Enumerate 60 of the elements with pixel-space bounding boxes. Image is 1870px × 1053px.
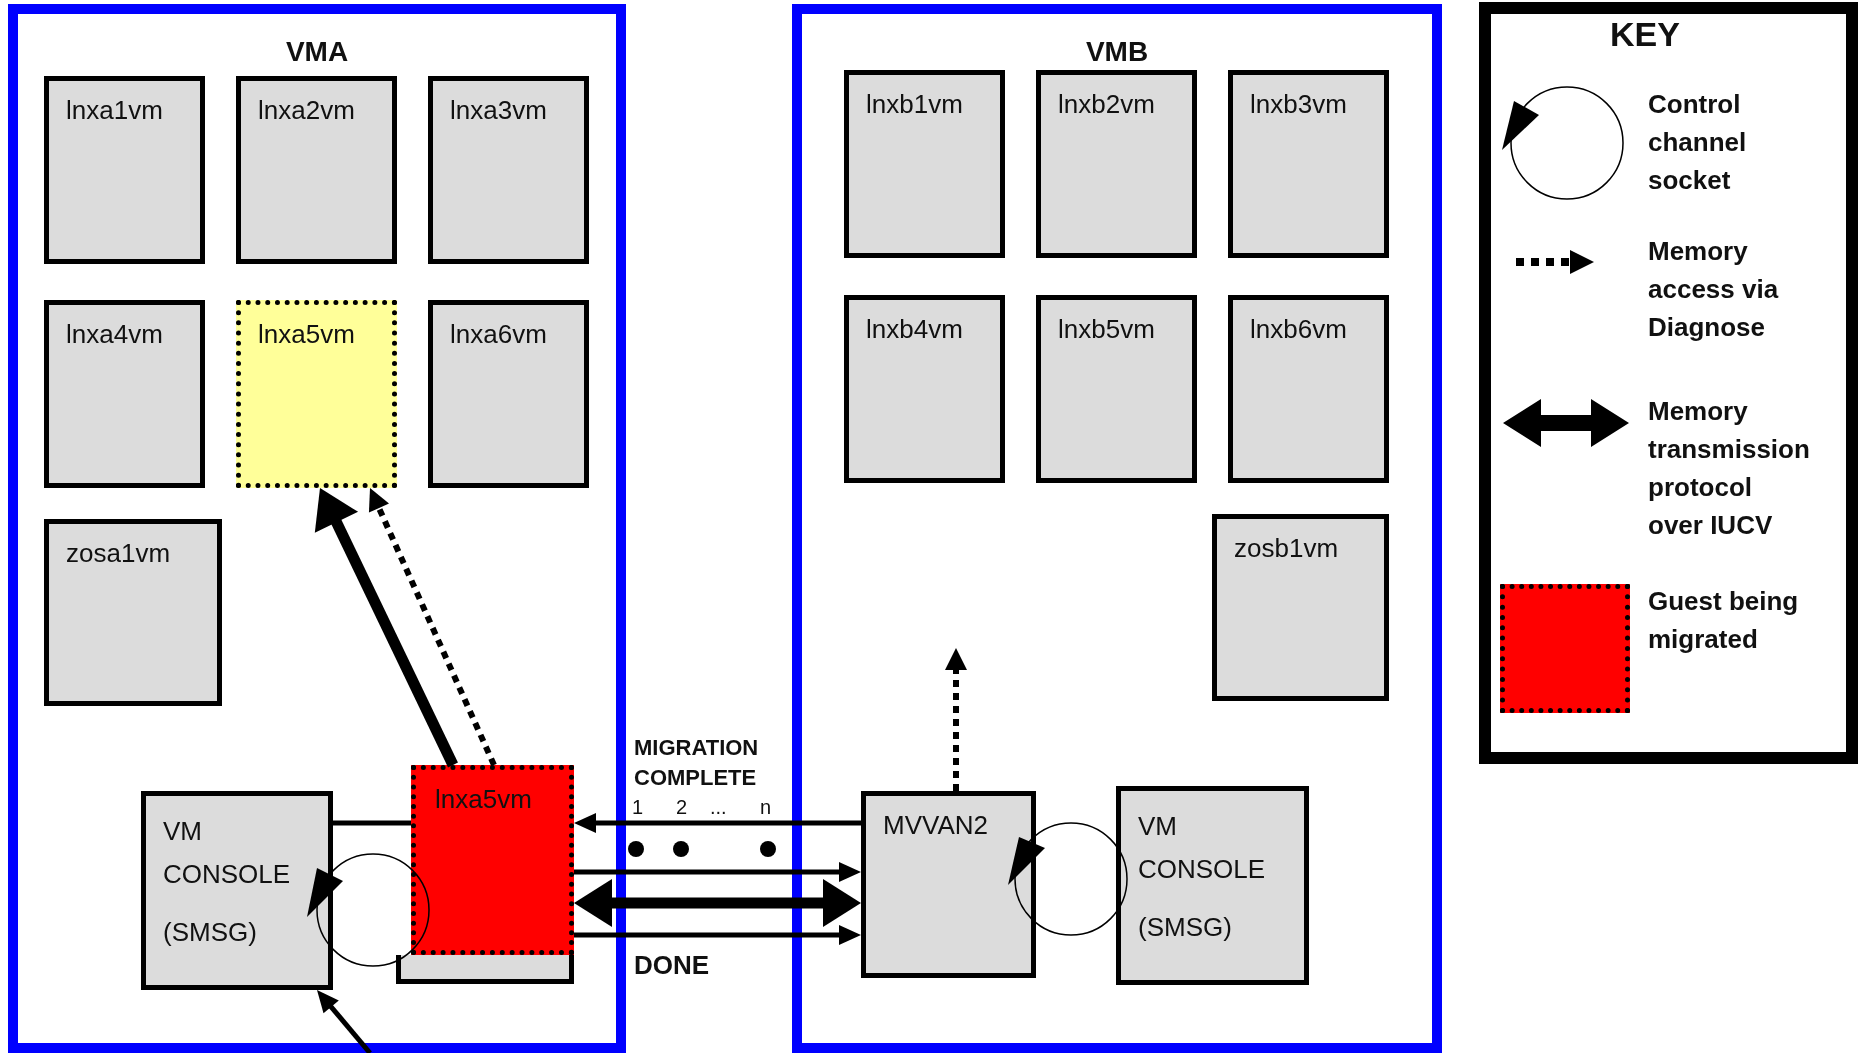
sequence-label: ... (710, 796, 727, 818)
console-box (141, 791, 333, 990)
guest-box (236, 76, 397, 264)
node-label: VM CONSOLE (163, 815, 292, 891)
guest-box (1036, 295, 1197, 483)
dotted-guest-box (236, 300, 397, 488)
legend-label: Memory transmission protocol over IUCV (1648, 395, 1811, 542)
legend-label: Memory access via Diagnose (1648, 235, 1780, 344)
legend-label: Guest being migrated (1648, 585, 1800, 656)
node-label: lnxa2vm (258, 94, 356, 127)
guest-box (844, 70, 1005, 258)
node-label: lnxa5vm (258, 318, 356, 351)
arrow (945, 648, 967, 791)
panel-title: VMB (1084, 36, 1150, 68)
node-label: lnxb1vm (866, 88, 964, 121)
guest-box (1212, 514, 1389, 701)
legend-title: KEY (1610, 16, 1680, 52)
vm-host-panel (8, 4, 626, 1053)
node-label: lnxa4vm (66, 318, 164, 351)
node-label: zosa1vm (66, 537, 172, 570)
node-label: lnxb3vm (1250, 88, 1348, 121)
sequence-label: 2 (676, 796, 688, 818)
arrow (574, 862, 861, 882)
guest-box (396, 955, 574, 984)
node-label: (SMSG) (163, 916, 258, 949)
arrow (314, 488, 458, 768)
panel-title: VMA (284, 36, 350, 68)
node-label: (SMSG) (1138, 911, 1233, 944)
node-label: lnxa6vm (450, 318, 548, 351)
console-box (1116, 786, 1309, 985)
guest-box (44, 519, 222, 706)
vm-host-panel (792, 4, 1442, 1053)
arrow (574, 879, 861, 927)
node-label: lnxb5vm (1058, 313, 1156, 346)
node-label: lnxa1vm (66, 94, 164, 127)
guest-box (44, 300, 205, 488)
guest-box (1228, 295, 1389, 483)
sequence-label: n (760, 796, 772, 818)
guest-box (44, 76, 205, 264)
legend-label: Control channel socket (1648, 88, 1748, 197)
arrow (317, 990, 372, 1053)
guest-box (861, 791, 1036, 978)
arrow (368, 488, 497, 767)
node-label: lnxb6vm (1250, 313, 1348, 346)
guest-box (428, 76, 589, 264)
node-label: MVVAN2 (883, 809, 989, 842)
node-label: lnxa5vm (435, 783, 533, 816)
node-label: lnxb2vm (1058, 88, 1156, 121)
guest-box (1228, 70, 1389, 258)
node-label: zosb1vm (1234, 532, 1340, 565)
sequence-label: 1 (632, 796, 644, 818)
node-label: lnxb4vm (866, 313, 964, 346)
guest-box (844, 295, 1005, 483)
node-label: VM CONSOLE (1138, 810, 1267, 886)
arrow (574, 813, 861, 833)
node-label: lnxa3vm (450, 94, 548, 127)
guest-box (1036, 70, 1197, 258)
migrating-guest-box (411, 765, 574, 955)
arrow (574, 925, 861, 945)
guest-box (428, 300, 589, 488)
